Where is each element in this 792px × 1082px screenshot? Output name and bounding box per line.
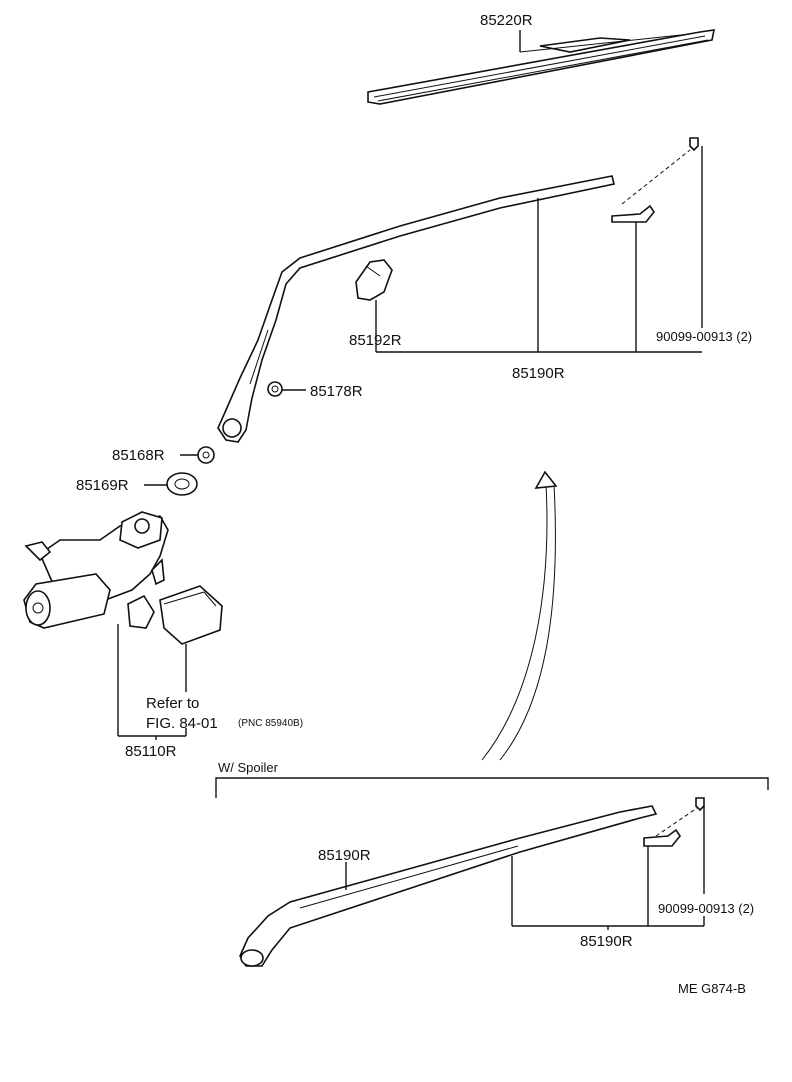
label-nut2: 85168R bbox=[112, 447, 165, 464]
label-seal: 85169R bbox=[76, 477, 129, 494]
label-blade: 85220R bbox=[480, 12, 533, 29]
label-motor: 85110R bbox=[125, 743, 177, 760]
nut-85178 bbox=[267, 381, 283, 397]
label-spoiler-title: W/ Spoiler bbox=[218, 760, 279, 775]
label-refer-line1: Refer to bbox=[146, 695, 199, 712]
label-nut: 85178R bbox=[310, 383, 363, 400]
label-refer-line2: FIG. 84-01 bbox=[146, 715, 218, 732]
curved-arrow-inner bbox=[481, 483, 548, 761]
label-figure-code: ME G874-B bbox=[678, 981, 746, 996]
label-refer-pnc: (PNC 85940B) bbox=[238, 718, 303, 729]
wiper-cap bbox=[355, 259, 393, 301]
spoiler-bracket-part bbox=[643, 797, 705, 847]
label-screw-spoiler: 90099-00913 (2) bbox=[658, 901, 754, 916]
wiper-motor bbox=[23, 511, 223, 645]
spoiler-bracket bbox=[215, 777, 769, 798]
nut-85168 bbox=[197, 446, 215, 464]
label-arm-spoiler-lower: 85190R bbox=[580, 933, 633, 950]
label-cap: 85192R bbox=[349, 332, 402, 349]
label-screw-main: 90099-00913 (2) bbox=[656, 329, 752, 344]
wiper-blade bbox=[367, 29, 716, 105]
label-arm-spoiler-upper: 85190R bbox=[318, 847, 371, 864]
arm-bracket bbox=[611, 137, 699, 223]
curved-arrow-head bbox=[534, 470, 558, 489]
seal-85169 bbox=[166, 472, 198, 496]
curved-arrow-outer bbox=[499, 483, 556, 761]
wiper-arm-main bbox=[217, 175, 615, 443]
label-arm-main: 85190R bbox=[512, 365, 565, 382]
wiper-arm-spoiler bbox=[239, 805, 658, 967]
